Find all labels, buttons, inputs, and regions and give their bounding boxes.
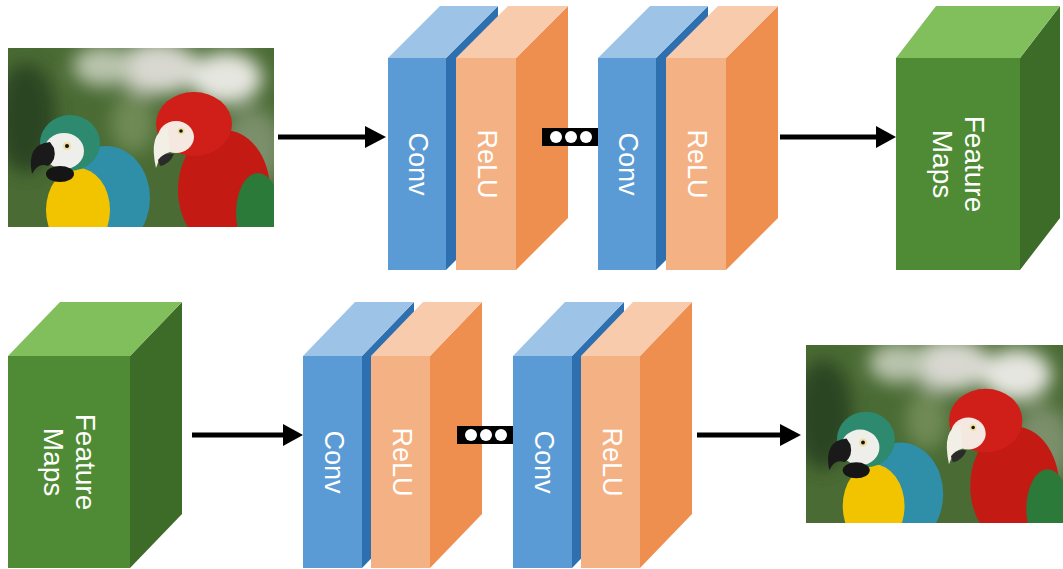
ellipsis-dot — [565, 131, 577, 143]
feature-maps-block: Feature Maps — [896, 58, 1020, 270]
ellipsis-connector — [542, 131, 598, 143]
relu-layer: ReLU — [456, 58, 516, 270]
relu-layer: ReLU — [371, 356, 430, 568]
connector-line — [457, 426, 513, 444]
layer-label: Feature Maps — [37, 397, 101, 527]
layer-label: Conv — [611, 132, 642, 195]
relu-layer: ReLU — [666, 58, 726, 270]
connector-line — [542, 128, 598, 146]
connector-line — [192, 433, 285, 438]
ellipsis-dot — [580, 131, 592, 143]
input-arrow — [278, 135, 367, 140]
arrow-connector — [192, 424, 303, 446]
conv-layer: Conv — [388, 58, 446, 270]
conv-layer: Conv — [598, 58, 656, 270]
arrow-connector — [780, 126, 896, 148]
relu-top — [456, 6, 568, 58]
arrow-head — [283, 424, 303, 446]
ellipsis-dot — [480, 429, 492, 441]
feature-maps-block: Feature Maps — [8, 356, 130, 568]
parrot-photo — [794, 339, 1063, 549]
ellipsis-dot — [495, 429, 507, 441]
feature-maps-top — [896, 6, 1060, 58]
feature-maps-top — [8, 302, 182, 356]
layer-label: Conv — [401, 132, 432, 195]
relu-top — [666, 6, 778, 58]
layer-label: ReLU — [595, 427, 626, 496]
layer-label: Feature Maps — [926, 99, 990, 229]
relu-top — [581, 302, 692, 356]
layer-label: ReLU — [680, 129, 711, 198]
arrow-head — [365, 126, 386, 148]
conv-layer: Conv — [303, 356, 362, 568]
layer-label: ReLU — [385, 427, 416, 496]
relu-layer: ReLU — [581, 356, 640, 568]
ellipsis-dot — [550, 131, 562, 143]
relu-top — [371, 302, 482, 356]
arrow-head — [780, 424, 801, 446]
arrow-head — [876, 126, 896, 148]
layer-label: Conv — [317, 430, 348, 493]
ellipsis-dot — [465, 429, 477, 441]
ellipsis-connector — [457, 429, 513, 441]
layer-label: ReLU — [470, 129, 501, 198]
conv-layer: Conv — [513, 356, 572, 568]
parrot-photo — [0, 42, 283, 253]
connector-line — [780, 135, 878, 140]
layer-label: Conv — [527, 430, 558, 493]
output-arrow — [697, 433, 782, 438]
